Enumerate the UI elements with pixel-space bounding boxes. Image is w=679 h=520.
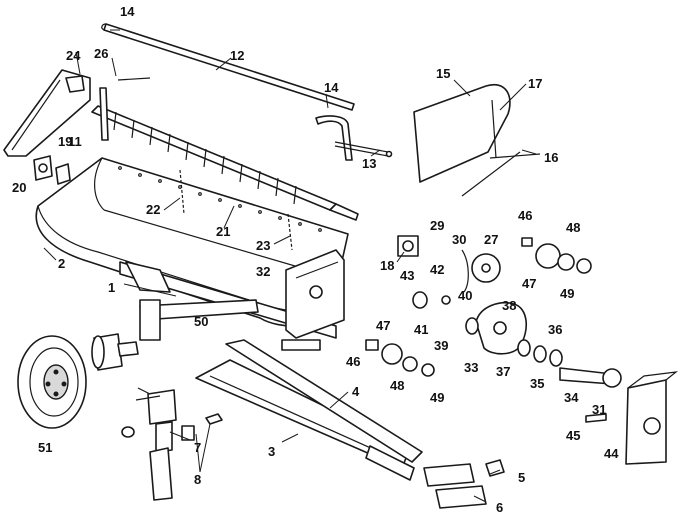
callout-48-lower: 48 — [390, 378, 404, 393]
callout-38: 38 — [502, 298, 516, 313]
callout-48-upper: 48 — [566, 220, 580, 235]
callout-7: 7 — [194, 440, 201, 455]
callout-44: 44 — [604, 446, 619, 461]
sprocket-drive-part — [365, 235, 622, 388]
callout-1: 1 — [108, 280, 115, 295]
callout-46-upper: 46 — [518, 208, 532, 223]
callout-35: 35 — [530, 376, 544, 391]
callout-47-lower: 47 — [376, 318, 390, 333]
callout-50: 50 — [194, 314, 208, 329]
axle-bracket-part — [139, 299, 259, 341]
callout-5: 5 — [518, 470, 525, 485]
callout-31: 31 — [592, 402, 606, 417]
callout-40: 40 — [458, 288, 472, 303]
callout-46-lower: 46 — [346, 354, 360, 369]
callout-37: 37 — [496, 364, 510, 379]
callout-34: 34 — [564, 390, 579, 405]
callout-49-lower: 49 — [430, 390, 444, 405]
callout-3: 3 — [268, 444, 275, 459]
callout-42: 42 — [430, 262, 444, 277]
callout-18: 18 — [380, 258, 394, 273]
callout-23: 23 — [256, 238, 270, 253]
bearing-block-part — [33, 155, 71, 185]
callout-19: 19 — [58, 134, 72, 149]
cover-shield-part — [413, 83, 541, 197]
callout-11: 11 — [68, 134, 82, 149]
callout-26: 26 — [94, 46, 108, 61]
wheel-part — [17, 335, 87, 429]
callout-22: 22 — [146, 202, 160, 217]
callout-6: 6 — [496, 500, 503, 515]
callout-17: 17 — [528, 76, 542, 91]
callout-41: 41 — [414, 322, 428, 337]
callout-43: 43 — [400, 268, 414, 283]
top-bar-part — [101, 23, 393, 161]
hopper-body-part — [35, 157, 349, 339]
chain-part — [179, 169, 293, 251]
left-end-plate-part — [3, 69, 91, 157]
callout-45: 45 — [566, 428, 580, 443]
callout-36: 36 — [548, 322, 562, 337]
callout-12: 12 — [230, 48, 244, 63]
callout-16: 16 — [544, 150, 558, 165]
callout-15: 15 — [436, 66, 450, 81]
callout-30: 30 — [452, 232, 466, 247]
hitch-plate-part — [423, 459, 505, 509]
callout-47-upper: 47 — [522, 276, 536, 291]
callout-8: 8 — [194, 472, 201, 487]
leader-lines — [43, 29, 537, 503]
drive-housing-part — [281, 249, 345, 351]
callout-13: 13 — [362, 156, 376, 171]
callout-32: 32 — [256, 264, 270, 279]
agitator-shaft-part — [91, 77, 359, 221]
callout-51: 51 — [38, 440, 52, 455]
jack-stand-part — [121, 387, 223, 501]
callout-14-top: 14 — [120, 4, 135, 19]
callout-4: 4 — [352, 384, 360, 399]
callout-27: 27 — [484, 232, 498, 247]
tongue-frame-part — [195, 339, 423, 481]
rear-guard-part — [585, 371, 679, 465]
callout-24: 24 — [66, 48, 81, 63]
spindle-hub-part — [91, 333, 139, 371]
callout-2: 2 — [58, 256, 65, 271]
callout-14-right: 14 — [324, 80, 339, 95]
callout-49-upper: 49 — [560, 286, 574, 301]
callout-33: 33 — [464, 360, 478, 375]
callout-20: 20 — [12, 180, 26, 195]
callout-29: 29 — [430, 218, 444, 233]
callout-39: 39 — [434, 338, 448, 353]
callout-21: 21 — [216, 224, 230, 239]
callout-labels: 1 2 3 4 5 6 7 8 11 12 13 14 14 15 16 17 … — [12, 4, 619, 515]
